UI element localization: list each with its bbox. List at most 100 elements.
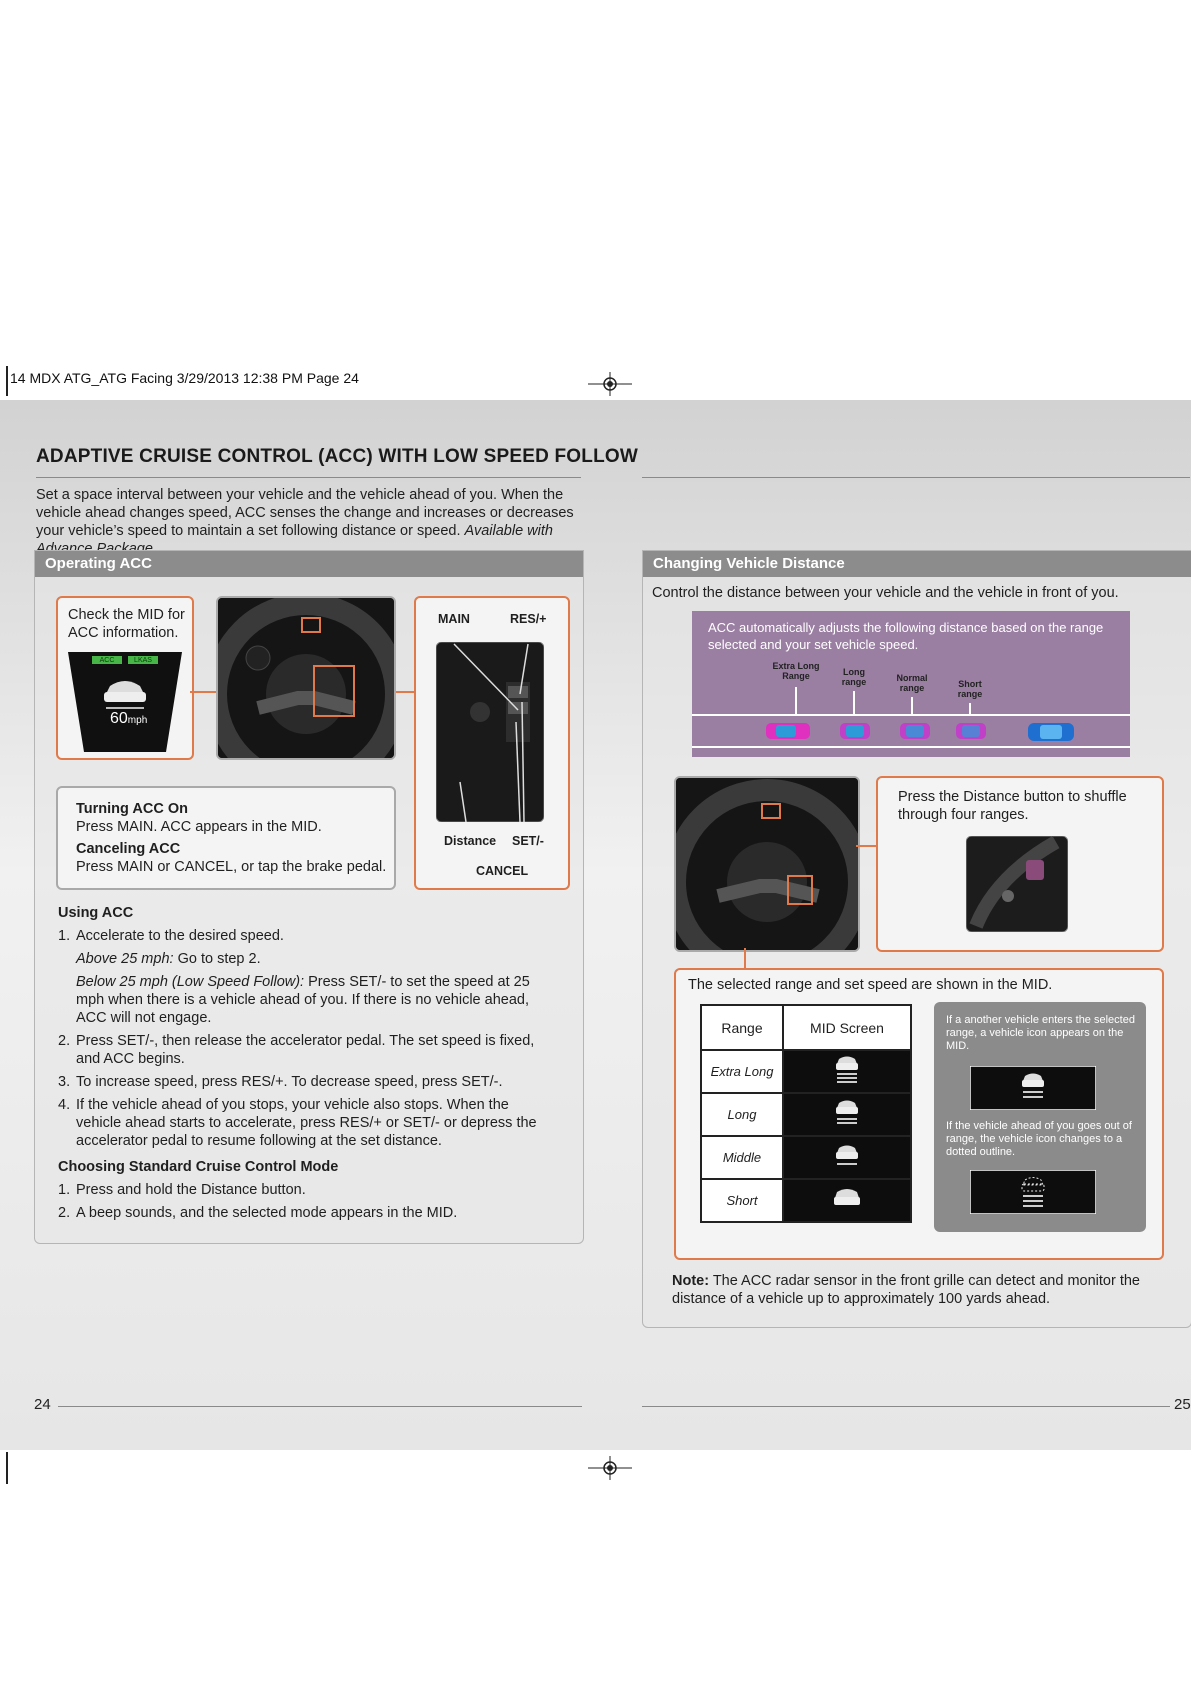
mid-screen-short <box>782 1178 912 1223</box>
distance-button-text: Press the Distance button to shuffle thr… <box>898 789 1127 823</box>
footer-rule <box>58 1406 582 1407</box>
page-number-right: 25 <box>1174 1396 1191 1413</box>
panel-header: Changing Vehicle Distance <box>643 551 1191 577</box>
divider <box>642 477 1190 478</box>
step-number: 2. <box>58 1033 71 1049</box>
registration-mark-icon <box>588 1456 632 1480</box>
main-button-label: MAIN <box>438 612 470 626</box>
vehicle-icon <box>836 1145 858 1165</box>
turning-on-text: Press MAIN. ACC appears in the MID. <box>76 819 322 835</box>
crop-mark <box>6 1452 8 1484</box>
on-off-instructions: Turning ACC On Press MAIN. ACC appears i… <box>56 786 396 890</box>
panel-header: Operating ACC <box>35 551 583 577</box>
right-intro: Control the distance between your vehicl… <box>652 585 1119 601</box>
distance-button-box: Press the Distance button to shuffle thr… <box>876 776 1164 952</box>
note-label: Note: <box>672 1273 710 1289</box>
list-item: To increase speed, press RES/+. To decre… <box>76 1074 503 1090</box>
button-cluster-photo <box>436 642 544 822</box>
connector-line <box>392 691 416 693</box>
vehicle-icon <box>834 1189 860 1205</box>
table-row: Long <box>700 1092 912 1137</box>
footer-rule <box>642 1406 1170 1407</box>
list-item-em: Above 25 mph: <box>76 951 174 967</box>
mid-vehicle-icon <box>970 1066 1096 1110</box>
speed-value: 60 <box>110 710 128 727</box>
step-number: 1. <box>58 1182 71 1198</box>
list-item: If the vehicle ahead of you stops, your … <box>76 1097 537 1149</box>
steering-buttons-box: MAIN RES/+ Distance SET/- CANCEL <box>414 596 570 890</box>
intro-text: Set a space interval between your vehicl… <box>36 487 574 539</box>
list-item: Press SET/-, then release the accelerato… <box>76 1033 535 1067</box>
connector-line <box>856 845 876 847</box>
table-row: Middle <box>700 1135 912 1180</box>
range-diagram-text: ACC automatically adjusts the following … <box>708 620 1104 652</box>
section-heading: Using ACC <box>58 905 134 921</box>
page-title: ADAPTIVE CRUISE CONTROL (ACC) WITH LOW S… <box>36 446 638 467</box>
speed-unit: mph <box>127 715 148 726</box>
range-name: Long <box>700 1092 784 1137</box>
lkas-tag: LKAS <box>134 657 152 664</box>
res-button-label: RES/+ <box>510 612 547 626</box>
list-item-em: Below 25 mph (Low Speed Follow): <box>76 974 305 990</box>
distance-button-label: Distance <box>444 834 497 848</box>
mid-screen-long <box>782 1092 912 1137</box>
acc-tag: ACC <box>99 657 115 664</box>
using-acc-section: Using ACC 1. Accelerate to the desired s… <box>58 904 568 1224</box>
range-name: Extra Long <box>700 1049 784 1094</box>
registration-mark-icon <box>588 372 632 396</box>
range-name: Short <box>700 1178 784 1223</box>
step-number: 4. <box>58 1097 71 1113</box>
section-heading: Choosing Standard Cruise Control Mode <box>58 1159 339 1175</box>
crop-mark <box>6 366 8 396</box>
page-number-left: 24 <box>34 1396 51 1413</box>
vehicle-icon <box>836 1056 858 1083</box>
divider <box>36 477 581 478</box>
table-header: Range <box>700 1004 784 1051</box>
range-label-normal: Normal range <box>896 673 928 693</box>
mid-range-text: The selected range and set speed are sho… <box>688 977 1053 993</box>
mid-info-text: Check the MID for ACC information. <box>68 607 185 641</box>
list-item-sub: Above 25 mph: Go to step 2. <box>76 950 546 968</box>
range-label-short: Short range <box>957 679 983 699</box>
list-item-text: Go to step 2. <box>173 951 261 967</box>
mid-display-icon <box>68 652 182 752</box>
table-row: Extra Long <box>700 1049 912 1094</box>
vehicle-enter-text: If a another vehicle enters the selected… <box>946 1014 1135 1052</box>
vehicle-icon-info: If a another vehicle enters the selected… <box>934 1002 1146 1232</box>
steering-wheel-photo <box>216 596 396 760</box>
mid-range-box: The selected range and set speed are sho… <box>674 968 1164 1260</box>
mid-dotted-vehicle-icon <box>970 1170 1096 1214</box>
print-slug: 14 MDX ATG_ATG Facing 3/29/2013 12:38 PM… <box>10 370 359 386</box>
cancel-button-label: CANCEL <box>476 864 529 878</box>
step-number: 3. <box>58 1074 71 1090</box>
range-diagram: ACC automatically adjusts the following … <box>692 611 1130 757</box>
range-road-graphic <box>692 687 1130 748</box>
mid-screen-middle <box>782 1135 912 1180</box>
connector-line <box>744 948 746 968</box>
table-header: MID Screen <box>782 1004 912 1051</box>
range-label-extra-long: Extra Long Range <box>772 661 820 681</box>
step-number: 1. <box>58 928 71 944</box>
intro-paragraph: Set a space interval between your vehicl… <box>36 486 586 558</box>
radar-note: Note: The ACC radar sensor in the front … <box>672 1272 1172 1308</box>
list-item-sub: Below 25 mph (Low Speed Follow): Press S… <box>76 973 546 1027</box>
range-name: Middle <box>700 1135 784 1180</box>
mid-screen-extra-long <box>782 1049 912 1094</box>
steering-wheel-photo-right <box>674 776 860 952</box>
connector-line <box>190 691 218 693</box>
set-button-label: SET/- <box>512 834 544 848</box>
step-number: 2. <box>58 1205 71 1221</box>
mid-info-box: Check the MID for ACC information. ACC L… <box>56 596 194 760</box>
canceling-text: Press MAIN or CANCEL, or tap the brake p… <box>76 859 387 875</box>
vehicle-icon <box>836 1100 858 1124</box>
table-header-row: Range MID Screen <box>700 1004 912 1051</box>
speed-readout: 60mph <box>110 710 147 728</box>
list-item: Press and hold the Distance button. <box>76 1182 306 1198</box>
range-label-long: Long range <box>841 667 867 687</box>
canceling-title: Canceling ACC <box>76 841 181 857</box>
table-row: Short <box>700 1178 912 1223</box>
range-table: Range MID Screen Extra Long Long Middl <box>700 1004 912 1223</box>
distance-button-photo <box>966 836 1068 932</box>
list-item: Accelerate to the desired speed. <box>76 928 284 944</box>
list-item-text: Press SET/- to set the speed at 25 mph w… <box>76 974 530 1026</box>
